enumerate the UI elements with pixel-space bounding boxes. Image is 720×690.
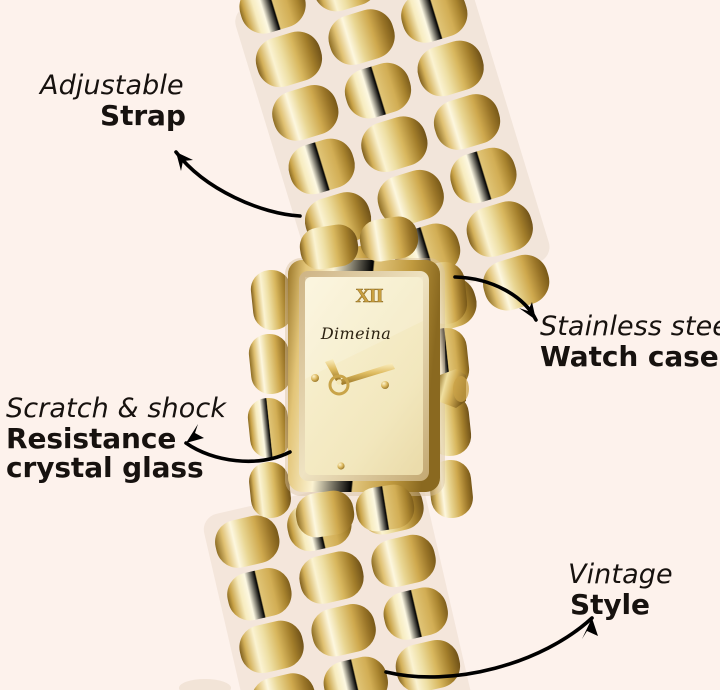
dial-numeral: XII [355,285,383,307]
bracelet-case-joint-bottom [295,484,415,538]
arrowhead-watch-case [519,302,536,320]
arrow-to-vintage-style [384,616,594,679]
watch-case: XII Dimeina [285,258,469,496]
callout-vintage-style-emph: Style [570,587,650,621]
hour-marker-9 [311,374,319,382]
callout-crystal-glass-lead: Scratch & shock [6,393,227,424]
bracelet-case-joint-top [299,216,419,270]
crystal-reflection [305,277,423,379]
callout-strap: Adjustable Strap [40,70,186,132]
callout-watch-case: Stainless steel Watch case [540,311,720,373]
callout-vintage-style: Vintage Style [568,559,673,621]
hand-pinion [336,379,342,385]
arrowhead-vintage-style [582,618,598,639]
arrow-to-crystal-glass [184,441,292,463]
arrowhead-crystal-glass [186,424,204,443]
callout-arrows [174,150,594,679]
callout-vintage-style-lead: Vintage [568,559,673,590]
hour-marker-6 [337,462,345,470]
case-side-links-left [247,269,294,519]
callout-strap-lead: Adjustable [40,70,184,101]
callout-arrowheads [176,152,598,639]
hour-marker-3 [381,381,389,389]
watch-crown [440,369,469,408]
dial-brand: Dimeina [320,324,391,343]
callout-strap-emph: Strap [100,98,186,132]
callout-watch-case-emph: Watch case [540,339,719,373]
arrow-to-strap [174,150,302,218]
callout-crystal-glass-emph: Resistance [6,421,177,455]
callout-crystal-glass-emph2: crystal glass [6,451,204,485]
callout-crystal-glass: Scratch & shock Resistance crystal glass [6,393,227,485]
callout-watch-case-lead: Stainless steel [540,311,720,342]
minute-hand [339,363,395,385]
arrowhead-strap [176,152,193,171]
hand-pinion-ring [328,374,350,396]
bottom-shadow [179,679,231,690]
